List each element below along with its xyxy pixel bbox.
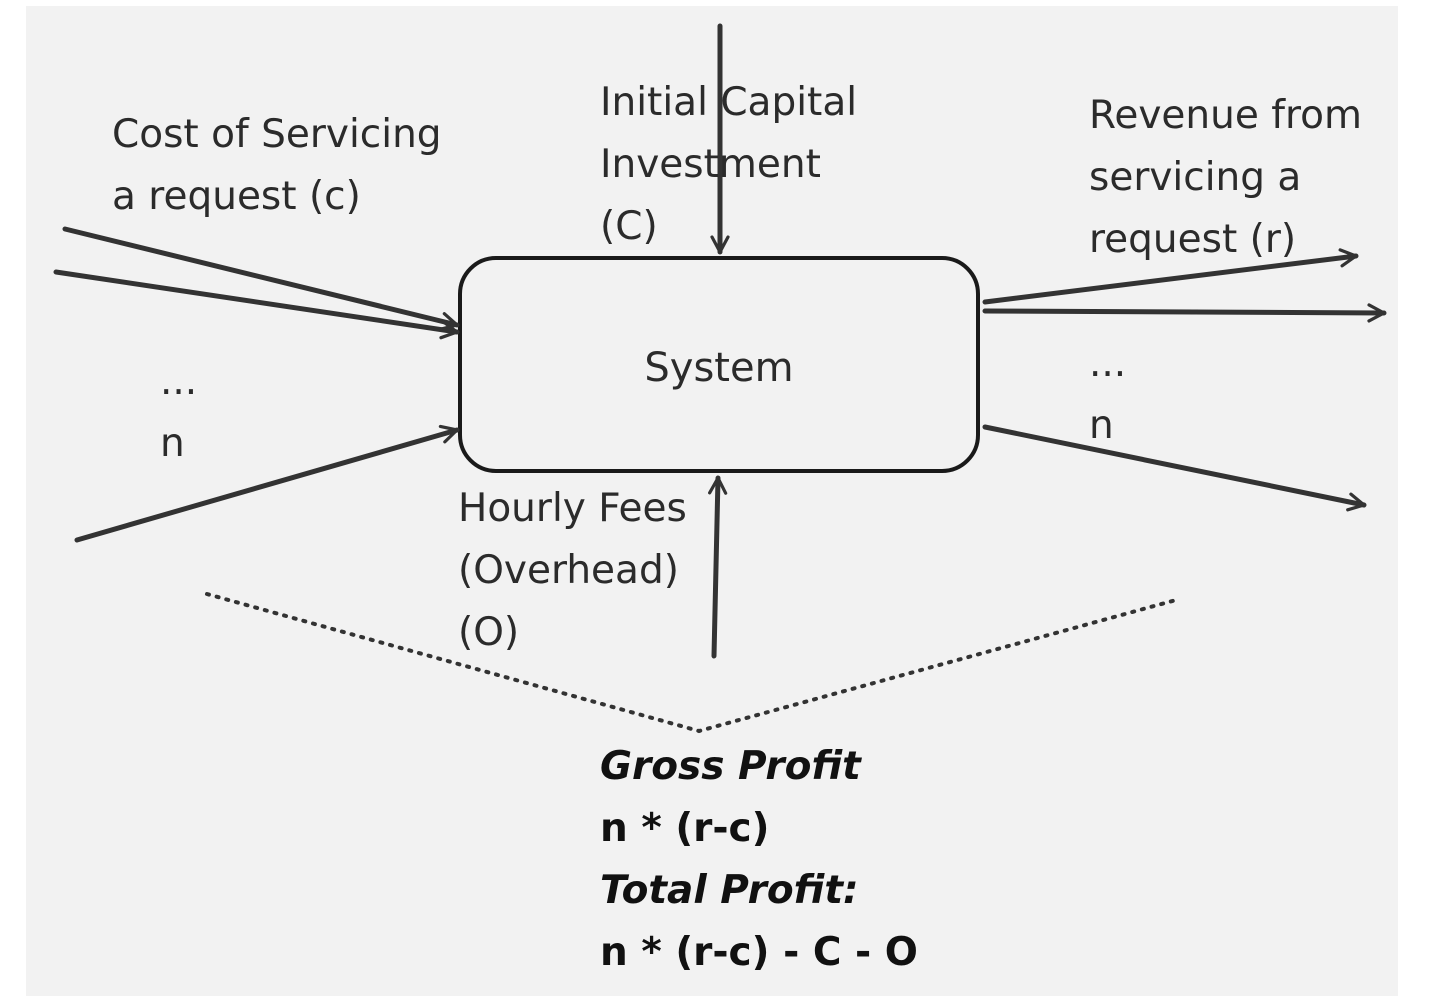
overhead-label-line-1: Hourly Fees	[458, 486, 687, 531]
cost-label-line-1: Cost of Servicing	[112, 112, 442, 157]
overhead-label: Hourly Fees (Overhead) (O)	[458, 478, 687, 664]
right-count-label: ... n	[1089, 333, 1126, 457]
incoming-arrow-1	[62, 226, 460, 331]
outgoing-arrow-n	[982, 424, 1367, 512]
overhead-arrow	[708, 475, 728, 659]
incoming-arrow-n	[74, 424, 460, 543]
capital-label: Initial Capital Investment (C)	[600, 72, 857, 258]
profit-summary: Gross Profit n * (r-c) Total Profit: n *…	[600, 736, 918, 984]
cost-label: Cost of Servicing a request (c)	[112, 104, 442, 228]
gross-profit-formula: n * (r-c)	[600, 806, 770, 851]
revenue-label-line-1: Revenue from	[1089, 93, 1362, 138]
left-ellipsis: ...	[160, 359, 198, 404]
revenue-label: Revenue from servicing a request (r)	[1089, 85, 1362, 271]
left-n: n	[160, 421, 185, 466]
overhead-label-line-3: (O)	[458, 610, 520, 655]
summary-dotted-connector	[205, 592, 1178, 734]
incoming-request-arrows	[53, 226, 460, 543]
system-label: System	[460, 337, 978, 399]
gross-profit-label: Gross Profit	[600, 744, 861, 789]
capital-label-line-2: Investment	[600, 142, 821, 187]
system-text: System	[644, 345, 794, 391]
outgoing-revenue-arrows	[982, 248, 1387, 512]
capital-label-line-3: (C)	[600, 204, 658, 249]
left-count-label: ... n	[160, 351, 197, 475]
right-n: n	[1089, 403, 1114, 448]
total-profit-formula: n * (r-c) - C - O	[600, 930, 918, 975]
system-box	[458, 256, 980, 473]
revenue-label-line-2: servicing a	[1089, 155, 1302, 200]
diagram-canvas	[26, 6, 1398, 996]
total-profit-label: Total Profit:	[600, 868, 859, 913]
capital-label-line-1: Initial Capital	[600, 80, 858, 125]
revenue-label-line-3: request (r)	[1089, 217, 1297, 262]
incoming-arrow-2	[53, 269, 460, 340]
outgoing-arrow-2	[982, 303, 1387, 323]
right-ellipsis: ...	[1089, 341, 1127, 386]
cost-label-line-2: a request (c)	[112, 174, 361, 219]
overhead-label-line-2: (Overhead)	[458, 548, 679, 593]
outgoing-arrow-1	[982, 248, 1359, 305]
